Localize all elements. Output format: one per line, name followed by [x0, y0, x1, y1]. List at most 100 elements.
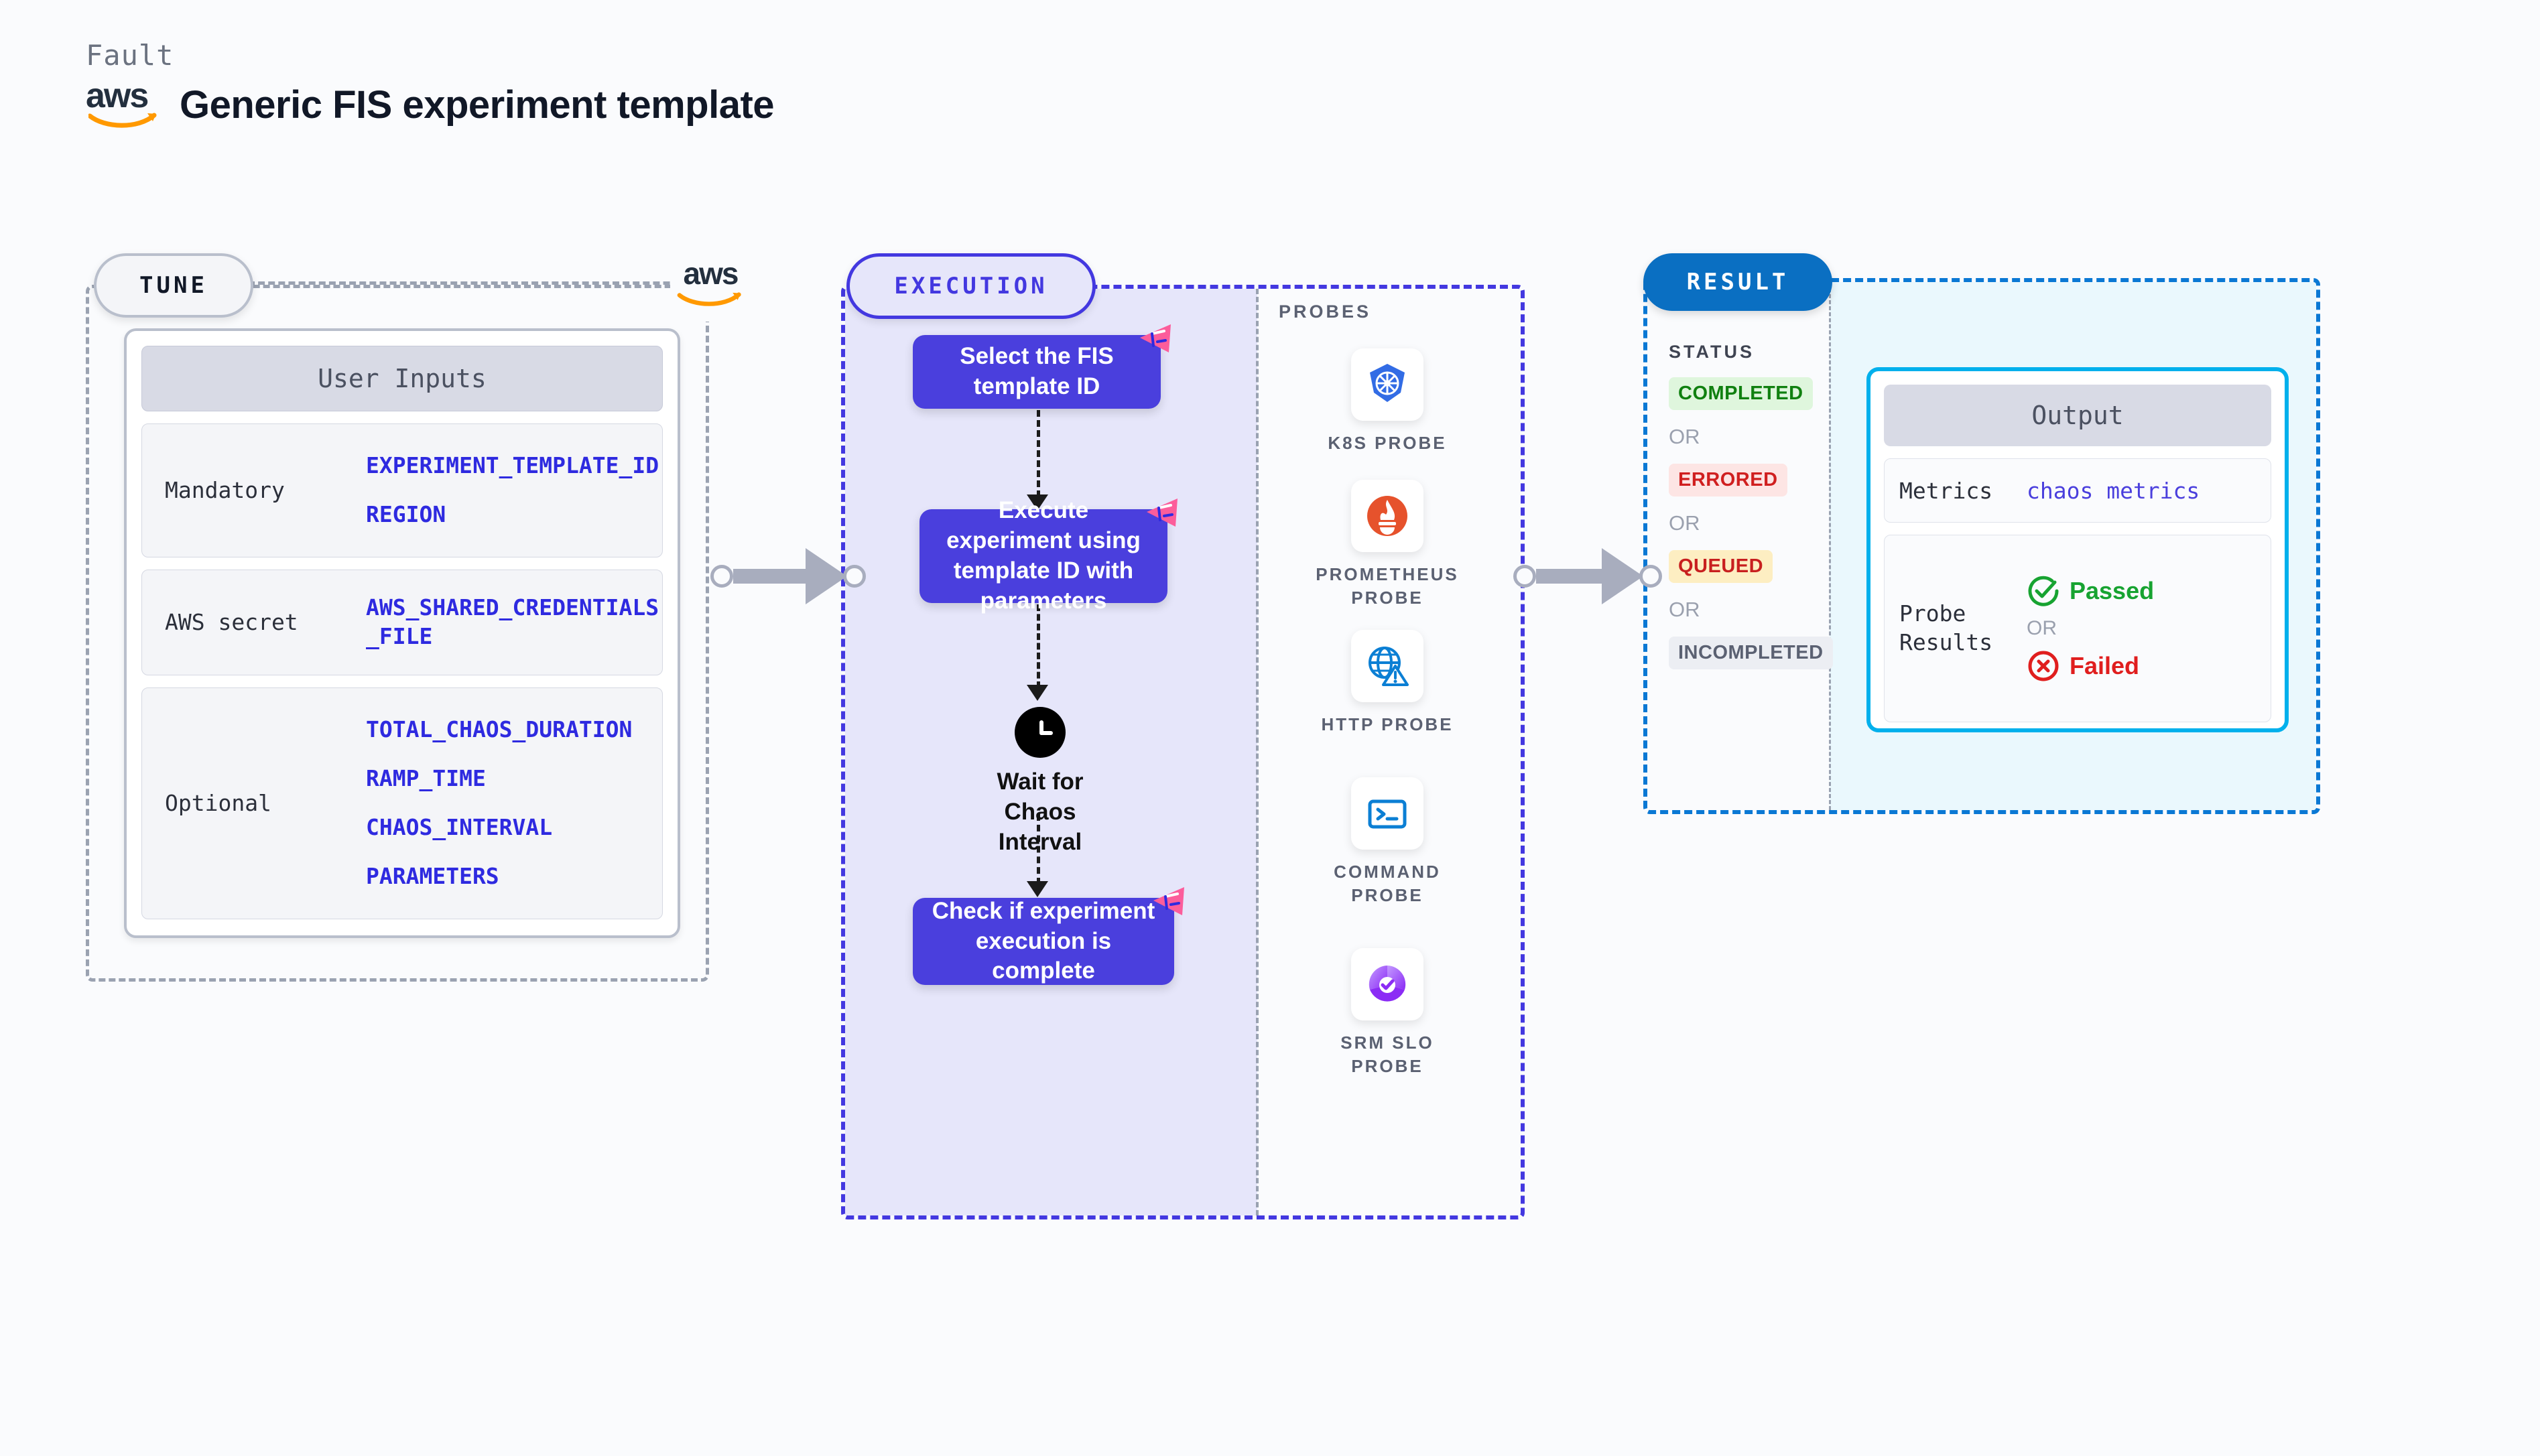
section-pill-execution[interactable]: EXECUTION — [846, 253, 1096, 319]
probe-label: K8S PROBE — [1328, 433, 1447, 453]
status-badge-incompleted: INCOMPLETED — [1669, 637, 1833, 669]
slo-donut-icon — [1369, 966, 1406, 1002]
input-row-values: AWS_SHARED_CREDENTIALS _FILE — [366, 594, 659, 651]
probe-item-k8s[interactable]: K8S PROBE — [1310, 348, 1464, 455]
connector-start-dot — [710, 565, 733, 588]
or-label: OR — [2027, 617, 2057, 639]
status-badge-queued: QUEUED — [1669, 550, 1773, 583]
passed-label: Passed — [2070, 577, 2155, 604]
probe-item-http[interactable]: HTTP PROBE — [1310, 630, 1464, 736]
output-row-probe-results: Probe Results Passed OR Failed — [1884, 535, 2271, 722]
fault-label: Fault — [86, 39, 174, 72]
check-circle-icon — [2028, 576, 2059, 606]
execution-node-label: Wait for Chaos Interval — [997, 769, 1084, 855]
metrics-key: Metrics — [1899, 477, 1993, 504]
probe-results-values: Passed OR Failed — [2027, 574, 2154, 683]
connector-end-dot — [843, 565, 866, 588]
output-card: Output Metrics chaos metrics Probe Resul… — [1866, 367, 2289, 732]
status-title: STATUS — [1669, 342, 1755, 362]
probe-item-prometheus[interactable]: PROMETHEUS PROBE — [1310, 480, 1464, 610]
output-row-metrics: Metrics chaos metrics — [1884, 458, 2271, 523]
tune-connector-line — [248, 281, 710, 285]
status-badge-errored: ERRORED — [1669, 464, 1787, 497]
flow-arrowhead — [1027, 494, 1048, 511]
input-row-values: TOTAL_CHAOS_DURATION RAMP_TIME CHAOS_INT… — [366, 716, 655, 891]
probe-item-srm-slo[interactable]: SRM SLO PROBE — [1310, 948, 1464, 1078]
metrics-value[interactable]: chaos metrics — [2027, 477, 2200, 504]
connector-execution-to-result — [1513, 548, 1662, 604]
variable-chip[interactable]: PARAMETERS — [366, 862, 499, 889]
probe-tile — [1351, 480, 1423, 552]
section-pill-result[interactable]: RESULT — [1643, 253, 1832, 311]
http-globe-icon — [1369, 647, 1409, 686]
flow-arrowhead — [1027, 685, 1048, 701]
aws-wordmark: aws — [86, 76, 149, 115]
probe-label: HTTP PROBE — [1321, 714, 1454, 734]
status-badge-completed: COMPLETED — [1669, 377, 1813, 410]
variable-chip[interactable]: TOTAL_CHAOS_DURATION — [366, 716, 633, 743]
probe-result-passed: Passed — [2027, 574, 2154, 608]
execution-node-label: Check if experiment execution is complet… — [932, 897, 1155, 984]
connector-arrowhead — [1602, 548, 1643, 604]
aws-badge-smile-icon — [677, 292, 741, 306]
or-label: OR — [1669, 598, 1700, 621]
connector-tune-to-execution — [710, 548, 866, 604]
probe-result-failed: Failed — [2027, 649, 2154, 683]
variable-chip[interactable]: RAMP_TIME — [366, 765, 486, 792]
probes-title: PROBES — [1279, 302, 1372, 322]
input-row-mandatory: Mandatory EXPERIMENT_TEMPLATE_ID REGION — [141, 423, 663, 557]
flow-connector — [1037, 410, 1040, 497]
variable-chip[interactable]: EXPERIMENT_TEMPLATE_ID — [366, 452, 659, 479]
connector-end-dot — [1639, 565, 1662, 588]
execution-node-select-template[interactable]: Select the FIS template ID — [913, 335, 1161, 409]
result-pill-label: RESULT — [1686, 269, 1789, 295]
user-inputs-title: User Inputs — [141, 346, 663, 411]
execution-node-check-complete[interactable]: Check if experiment execution is complet… — [913, 898, 1174, 985]
probe-label: COMMAND PROBE — [1334, 862, 1441, 906]
aws-badge-icon: aws — [670, 241, 751, 322]
probe-label: SRM SLO PROBE — [1340, 1033, 1434, 1077]
execution-panel — [841, 285, 1525, 1219]
result-panel — [1643, 278, 2320, 814]
clock-icon — [1015, 707, 1066, 758]
or-label: OR — [1669, 425, 1700, 448]
connector-start-dot — [1513, 565, 1536, 588]
status-column: STATUS COMPLETED OR ERRORED OR QUEUED OR… — [1669, 342, 1833, 669]
aws-smile-icon — [88, 113, 157, 128]
user-inputs-card: User Inputs Mandatory EXPERIMENT_TEMPLAT… — [124, 328, 680, 938]
execution-pill-label: EXECUTION — [894, 273, 1048, 300]
probe-results-key: Probe Results — [1899, 600, 1993, 655]
aws-badge-wordmark: aws — [683, 256, 739, 291]
probe-label: PROMETHEUS PROBE — [1316, 564, 1459, 608]
flag-badge-icon — [1140, 324, 1171, 352]
variable-chip[interactable]: AWS_SHARED_CREDENTIALS _FILE — [366, 594, 659, 649]
section-pill-tune[interactable]: TUNE — [94, 253, 253, 318]
execution-node-execute-experiment[interactable]: Execute experiment using template ID wit… — [919, 497, 1167, 614]
or-label: OR — [1669, 511, 1700, 535]
tune-panel — [86, 285, 709, 982]
flow-connector — [1037, 814, 1040, 884]
probe-item-command[interactable]: COMMAND PROBE — [1310, 777, 1464, 907]
execution-node-label: Execute experiment using template ID wit… — [946, 497, 1141, 614]
connector-bar — [1536, 569, 1603, 584]
variable-chip[interactable]: CHAOS_INTERVAL — [366, 814, 553, 840]
execution-node-wait-interval: Wait for Chaos Interval — [993, 707, 1087, 857]
flag-badge-icon — [1153, 887, 1184, 915]
input-row-key: Optional — [165, 790, 271, 817]
prometheus-icon — [1367, 496, 1407, 536]
aws-logo: aws — [86, 78, 165, 131]
flow-connector — [1037, 604, 1040, 688]
probes-divider — [1256, 289, 1259, 1215]
tune-pill-label: TUNE — [139, 272, 208, 299]
probe-tile — [1351, 948, 1423, 1020]
connector-bar — [733, 569, 807, 584]
page-title: Generic FIS experiment template — [180, 82, 775, 127]
variable-chip[interactable]: REGION — [366, 501, 446, 527]
flow-arrowhead — [1027, 881, 1048, 897]
x-circle-icon — [2028, 651, 2059, 681]
terminal-icon — [1368, 799, 1407, 829]
probe-tile — [1351, 630, 1423, 702]
input-row-values: EXPERIMENT_TEMPLATE_ID REGION — [366, 452, 659, 529]
input-row-key: Mandatory — [165, 477, 285, 504]
kubernetes-icon — [1370, 364, 1405, 402]
